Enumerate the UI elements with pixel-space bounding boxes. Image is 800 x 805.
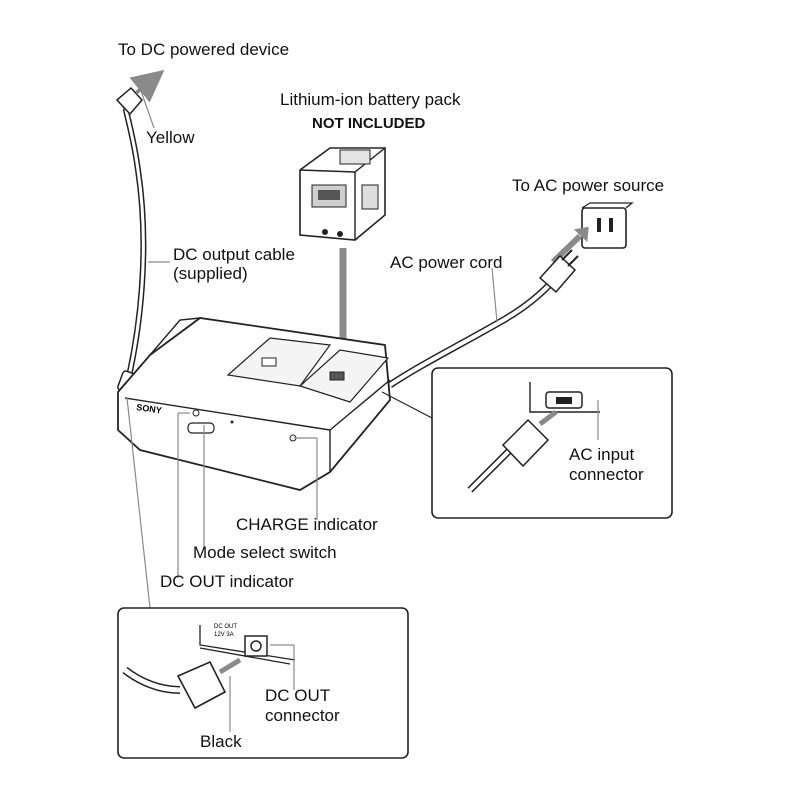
label-ac-input-connector: connector (569, 465, 644, 484)
label-to-ac-source: To AC power source (512, 176, 665, 195)
label-dc-output-cable-supplied: (supplied) (173, 264, 248, 283)
dc-output-cable (115, 69, 170, 394)
label-ac-power-cord: AC power cord (390, 253, 503, 272)
label-dc-output-cable: DC output cable (173, 245, 295, 264)
label-dc-out-indicator: DC OUT indicator (160, 572, 294, 591)
label-not-included: NOT INCLUDED (312, 115, 426, 132)
wall-outlet (581, 202, 634, 249)
label-charge-indicator: CHARGE indicator (236, 515, 378, 534)
dc-out-small-label: DC OUT (214, 624, 237, 630)
label-black: Black (200, 732, 242, 751)
battery-pack (299, 147, 386, 241)
inset-dc-out (117, 607, 409, 759)
charger-body (117, 317, 391, 491)
label-battery-pack: Lithium-ion battery pack (280, 90, 461, 109)
label-dc-out: DC OUT (265, 686, 331, 705)
label-ac-input: AC input (569, 445, 635, 464)
label-yellow: Yellow (146, 128, 195, 147)
label-mode-select-switch: Mode select switch (193, 543, 337, 562)
brand-logo: SONY (136, 402, 163, 415)
dc-out-rating: 12V 3A (214, 632, 234, 638)
ac-power-cord (388, 249, 579, 388)
label-dc-out-connector: connector (265, 706, 340, 725)
inset-ac-input (431, 367, 673, 519)
label-to-dc-device: To DC powered device (118, 40, 290, 59)
